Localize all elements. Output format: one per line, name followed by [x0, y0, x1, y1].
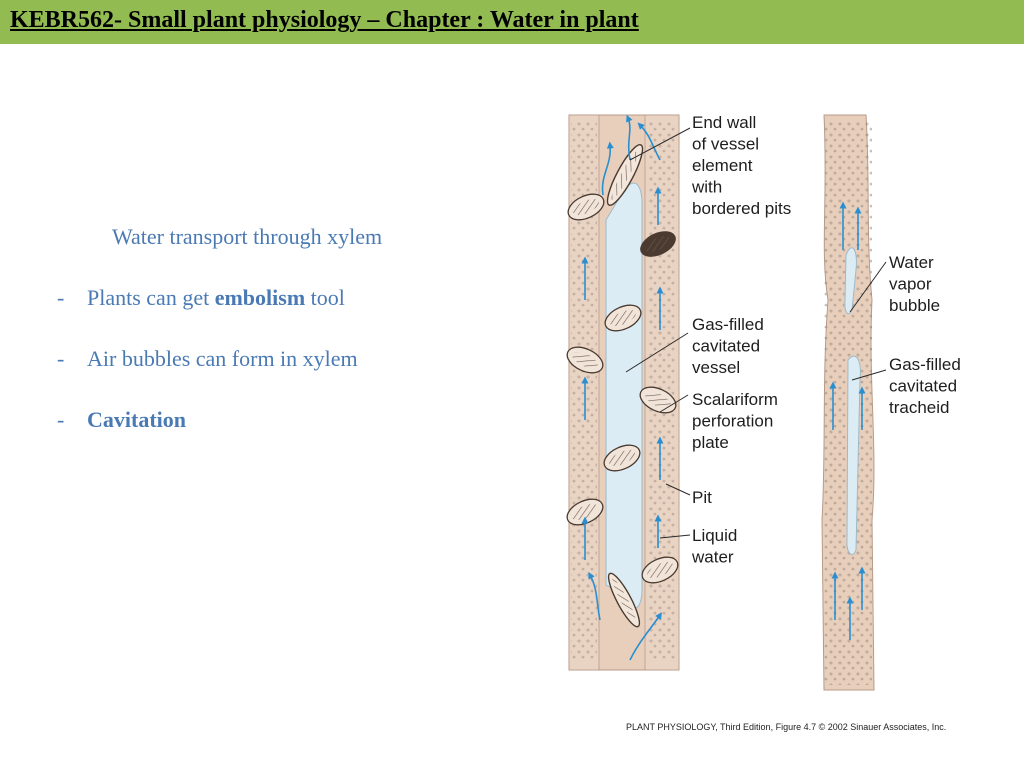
bullet-dash: -: [57, 346, 65, 371]
bordered-pit: [566, 498, 604, 526]
tracheid-arrows: [829, 201, 866, 640]
title-bar: KEBR562- Small plant physiology – Chapte…: [0, 0, 1024, 44]
bullet-text: tool: [305, 285, 345, 310]
figure-caption: PLANT PHYSIOLOGY, Third Edition, Figure …: [626, 722, 947, 732]
bullet-dash: -: [57, 285, 65, 310]
bordered-pit: [604, 304, 642, 332]
water-flow-arrows: [581, 114, 664, 661]
bullet-bold-text: embolism: [214, 285, 306, 310]
slide-title: KEBR562- Small plant physiology – Chapte…: [10, 7, 639, 33]
bullet-bold-text: Cavitation: [87, 407, 186, 432]
label-pit: Pit: [692, 488, 712, 507]
vessel-column: [566, 114, 680, 671]
bordered-pit: [641, 556, 679, 584]
bordered-pit: [639, 386, 677, 414]
tracheid-column: [821, 114, 875, 691]
leader-lines: [625, 127, 887, 539]
bordered-pit: [567, 193, 605, 221]
vessel-lumen: [605, 182, 643, 609]
bordered-pit: [603, 444, 641, 472]
bullet-item: -Plants can get embolism tool: [57, 285, 345, 311]
bullet-item: -Cavitation: [57, 407, 186, 433]
bullet-text: Air bubbles can form in xylem: [87, 346, 358, 371]
content-heading: Water transport through xylem: [112, 224, 383, 249]
bullet-dash: -: [57, 407, 65, 432]
bordered-pit: [566, 346, 604, 374]
bullet-text: Plants can get: [87, 285, 215, 310]
bullet-item: -Air bubbles can form in xylem: [57, 346, 358, 372]
gas-filled-tracheid: [846, 355, 861, 555]
bordered-pit: [640, 231, 676, 257]
scalariform-plate: [607, 572, 641, 628]
end-wall: [606, 144, 644, 206]
